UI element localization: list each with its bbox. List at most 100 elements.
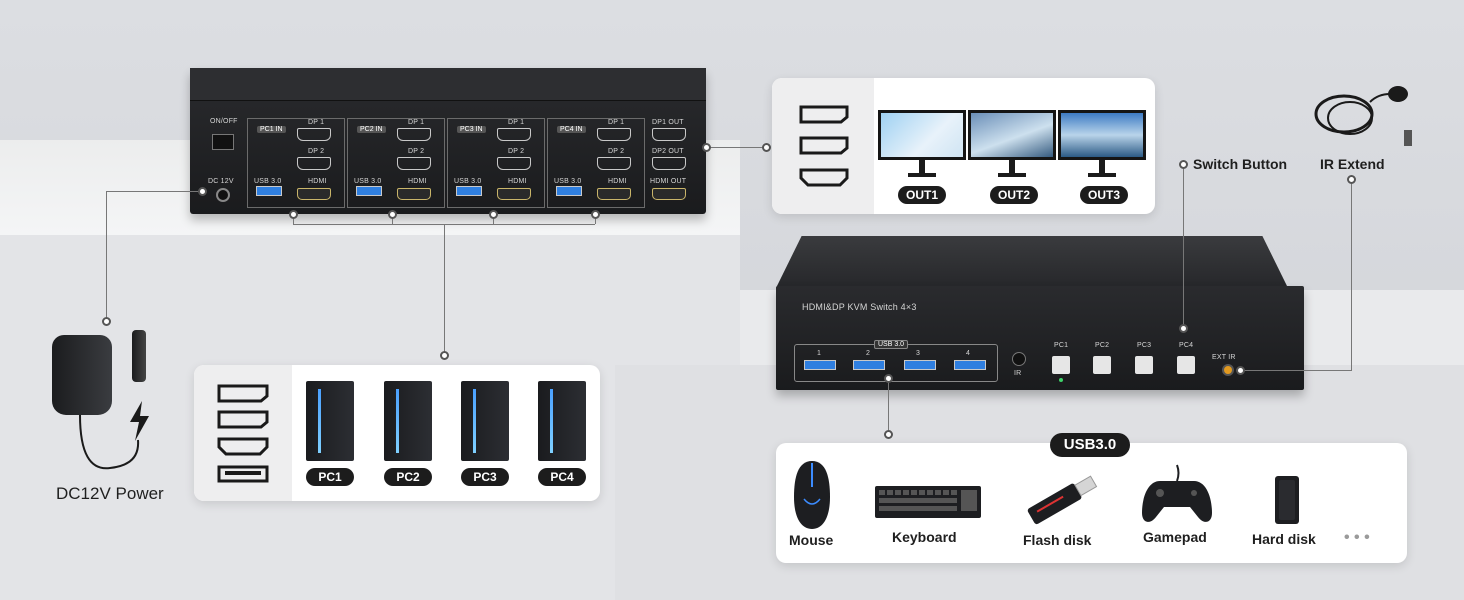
pc2-in-label: PC2 IN — [357, 126, 386, 133]
usb-port-2-label: 2 — [866, 350, 871, 357]
mouse-label: Mouse — [789, 532, 834, 548]
pc1-led — [1059, 378, 1063, 382]
usb-port-3-label: 3 — [916, 350, 921, 357]
more-devices-dots: • • • — [1344, 529, 1370, 546]
dp-port-icon-4 — [217, 410, 269, 429]
out1-label: OUT1 — [898, 186, 946, 204]
pc2-switch-button[interactable] — [1093, 356, 1111, 374]
power-switch[interactable] — [212, 134, 234, 150]
front-usb-port-2 — [853, 360, 885, 370]
pc4-switch-button[interactable] — [1177, 356, 1195, 374]
kvm-top-surface — [190, 68, 706, 101]
pc4-dp2-label: DP 2 — [608, 148, 625, 155]
dp1-out-port — [652, 128, 686, 141]
pc2-button-label: PC2 — [1095, 342, 1110, 349]
ext-ir-label: EXT IR — [1212, 354, 1236, 361]
ir-extender-icon — [1314, 86, 1412, 146]
connector-out-to-card — [706, 147, 768, 148]
power-label: DC12V Power — [56, 484, 164, 503]
pc3-usb-label: USB 3.0 — [454, 178, 482, 185]
connector-switch-button — [1183, 168, 1184, 328]
pc3-switch-button[interactable] — [1135, 356, 1153, 374]
usb-port-4-label: 4 — [966, 350, 971, 357]
pc4-button-label: PC4 — [1179, 342, 1194, 349]
pc4-dp2-port — [597, 157, 631, 170]
connector-dot-pc2 — [388, 210, 397, 219]
monitor-3 — [1058, 110, 1146, 160]
connector-ir-h — [1240, 370, 1352, 371]
connector-dot-pc1 — [289, 210, 298, 219]
connector-usb-hub — [888, 378, 889, 434]
monitor-1-stand — [919, 160, 925, 174]
pc4-dp1-port — [597, 128, 631, 141]
dp-port-icon-1 — [799, 105, 849, 124]
pc1-label: PC1 — [306, 468, 354, 486]
dp1-out-label: DP1 OUT — [652, 119, 684, 126]
connector-power-h — [106, 191, 202, 192]
pc3-label: PC3 — [461, 468, 509, 486]
front-model-label: HDMI&DP KVM Switch 4×3 — [802, 302, 917, 312]
out2-label: OUT2 — [990, 186, 1038, 204]
connector-pc1-drop — [293, 214, 294, 224]
pc3-hdmi-port — [497, 188, 531, 200]
connector-pc4-drop — [595, 214, 596, 224]
connector-dot-switch-bottom — [1179, 324, 1188, 333]
dp-port-icon-2 — [799, 136, 849, 155]
pc1-dp1-port — [297, 128, 331, 141]
power-adapter-icon — [52, 335, 112, 415]
monitor-1 — [878, 110, 966, 160]
pc1-switch-button[interactable] — [1052, 356, 1070, 374]
pc2-tower-icon — [384, 381, 432, 461]
power-plug-icon — [132, 330, 146, 382]
power-cable — [79, 414, 140, 470]
connector-dot-ir-top — [1347, 175, 1356, 184]
pc4-tower-icon — [538, 381, 586, 461]
pc3-dp2-label: DP 2 — [508, 148, 525, 155]
hdmi-port-icon — [799, 168, 849, 187]
monitor-2-stand — [1009, 160, 1015, 174]
ir-extend-label: IR Extend — [1320, 156, 1385, 172]
pc4-hdmi-port — [597, 188, 631, 200]
monitor-2 — [968, 110, 1056, 160]
connector-dot-switch-top — [1179, 160, 1188, 169]
pcs-card-ports — [194, 365, 292, 501]
connector-dot-power-start — [198, 187, 207, 196]
front-usb-label: USB 3.0 — [874, 340, 909, 349]
pc4-group — [547, 118, 645, 208]
hdmi-port-icon-2 — [217, 437, 269, 456]
front-usb-port-3 — [904, 360, 936, 370]
pc3-usb-port — [456, 186, 482, 196]
flash-disk-label: Flash disk — [1023, 532, 1092, 548]
pc1-button-label: PC1 — [1054, 342, 1069, 349]
on-off-label: ON/OFF — [210, 118, 238, 125]
lightning-icon — [130, 401, 149, 441]
pc1-hdmi-label: HDMI — [308, 178, 327, 185]
flash-disk-icon — [1027, 475, 1098, 525]
connector-pc-to-card — [444, 224, 445, 356]
usb-devices-card: USB3.0 Mouse Keyboard Flash disk Gamepad… — [776, 433, 1407, 563]
connector-pc3-drop — [493, 214, 494, 224]
mouse-icon — [794, 461, 830, 529]
pc2-usb-label: USB 3.0 — [354, 178, 382, 185]
pc1-dp2-port — [297, 157, 331, 170]
pc1-usb-port — [256, 186, 282, 196]
hdmi-out-label: HDMI OUT — [650, 178, 687, 185]
connector-dot-usb-bottom — [884, 430, 893, 439]
outputs-card: OUT1 OUT2 OUT3 — [772, 78, 1155, 214]
connector-dot-ir-end — [1236, 366, 1245, 375]
connector-dot-pc4 — [591, 210, 600, 219]
pc2-dp1-label: DP 1 — [408, 119, 425, 126]
pc2-dp1-port — [397, 128, 431, 141]
pc4-hdmi-label: HDMI — [608, 178, 627, 185]
pcs-card: PC1 PC2 PC3 PC4 — [194, 365, 600, 501]
pc2-dp2-port — [397, 157, 431, 170]
dp2-out-label: DP2 OUT — [652, 148, 684, 155]
kvm-front-panel: HDMI&DP KVM Switch 4×3 USB 3.0 1 2 3 4 I… — [776, 286, 1304, 390]
gamepad-icon — [1142, 464, 1212, 522]
ir-sensor — [1012, 352, 1026, 366]
front-usb-port-4 — [954, 360, 986, 370]
connector-dot-usb-top — [884, 374, 893, 383]
pc4-usb-label: USB 3.0 — [554, 178, 582, 185]
front-usb-port-1 — [804, 360, 836, 370]
kvm-front-top — [776, 236, 1288, 288]
